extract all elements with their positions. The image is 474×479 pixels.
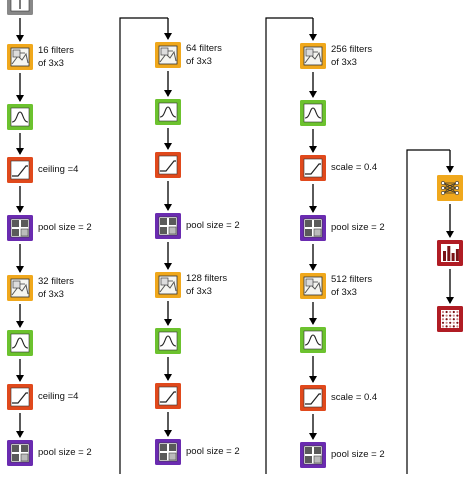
- layer-label: pool size = 2: [186, 220, 240, 231]
- layer-label: scale = 0.4: [331, 392, 378, 403]
- layer-2-3-ramp-icon: [155, 152, 181, 178]
- layer-label: of 3x3: [186, 56, 212, 67]
- layer-1-3-bell-curve-icon: [7, 104, 33, 130]
- layer-label: of 3x3: [331, 57, 357, 68]
- layer-4-3-dotted-grid-icon: [437, 306, 463, 332]
- layer-2-6-bell-curve-icon: [155, 328, 181, 354]
- layer-3-1-conv-filter-icon: [300, 43, 326, 69]
- column-connector: [406, 149, 450, 474]
- layer-label: of 3x3: [38, 58, 64, 69]
- layer-2-1-conv-filter-icon: [155, 42, 181, 68]
- layer-3-6-bell-curve-icon: [300, 327, 326, 353]
- layer-3-7-ramp-icon: [300, 385, 326, 411]
- layer-label: of 3x3: [38, 289, 64, 300]
- layer-label: scale = 0.4: [331, 162, 378, 173]
- layer-1-4-ramp-icon: [7, 157, 33, 183]
- layer-2-8-pool-grid-icon: [155, 439, 181, 465]
- layer-label: ceiling =4: [38, 164, 79, 175]
- layer-label: pool size = 2: [331, 222, 385, 233]
- layer-1-6-conv-filter-icon: [7, 275, 33, 301]
- layer-label: of 3x3: [331, 287, 357, 298]
- layer-1-1-input-arrow-icon: [7, 0, 33, 15]
- layer-2-5-conv-filter-icon: [155, 272, 181, 298]
- layer-3-4-pool-grid-icon: [300, 215, 326, 241]
- layer-1-7-bell-curve-icon: [7, 330, 33, 356]
- layer-1-5-pool-grid-icon: [7, 215, 33, 241]
- layer-2-2-bell-curve-icon: [155, 99, 181, 125]
- layer-1-2-conv-filter-icon: [7, 44, 33, 70]
- layer-label: pool size = 2: [186, 446, 240, 457]
- layer-label: pool size = 2: [38, 447, 92, 458]
- layer-2-4-pool-grid-icon: [155, 213, 181, 239]
- layer-4-2-bar-chart-icon: [437, 240, 463, 266]
- layer-label: 32 filters: [38, 276, 74, 287]
- layer-label: pool size = 2: [38, 222, 92, 233]
- layer-4-1-network-icon: [437, 175, 463, 201]
- layer-3-2-bell-curve-icon: [300, 100, 326, 126]
- column-connector: [119, 17, 168, 474]
- layer-3-5-conv-filter-icon: [300, 273, 326, 299]
- layer-2-7-ramp-icon: [155, 383, 181, 409]
- layer-label: 16 filters: [38, 45, 74, 56]
- layer-label: 512 filters: [331, 274, 373, 285]
- layer-label: of 3x3: [186, 286, 212, 297]
- column-connector: [265, 17, 313, 474]
- layer-label: 256 filters: [331, 44, 373, 55]
- layer-3-8-pool-grid-icon: [300, 442, 326, 468]
- layer-3-3-ramp-icon: [300, 155, 326, 181]
- layer-1-9-pool-grid-icon: [7, 440, 33, 466]
- layer-label: 64 filters: [186, 43, 222, 54]
- layer-label: pool size = 2: [331, 449, 385, 460]
- layer-1-8-ramp-icon: [7, 384, 33, 410]
- layer-label: 128 filters: [186, 273, 228, 284]
- layer-label: ceiling =4: [38, 391, 79, 402]
